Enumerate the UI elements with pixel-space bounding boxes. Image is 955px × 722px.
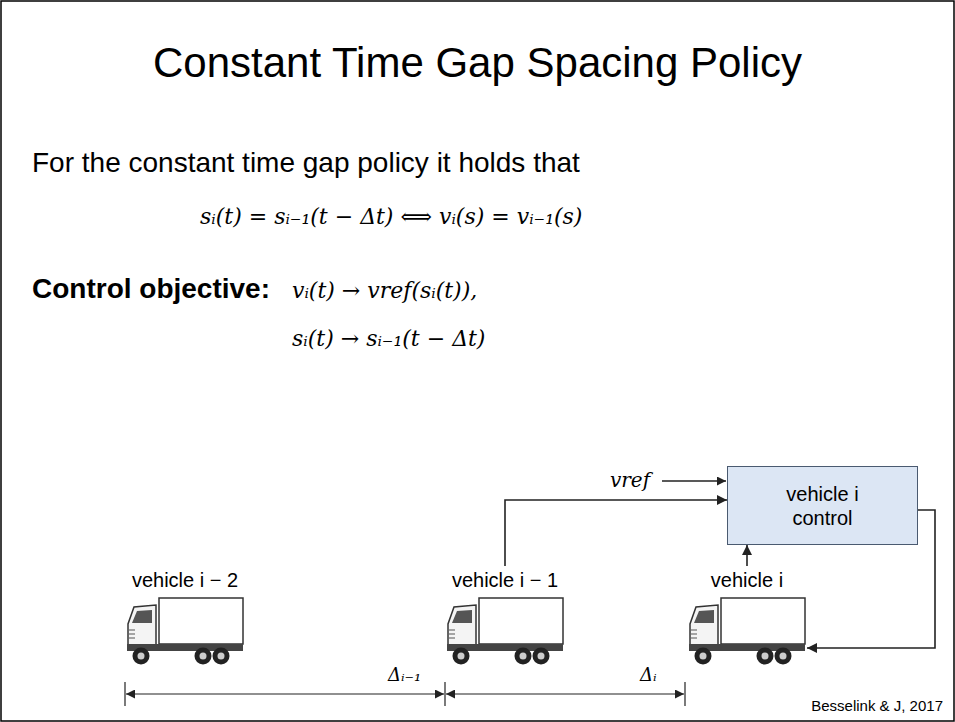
dimension-line (446, 693, 684, 694)
truck-grill (129, 630, 135, 638)
dimension-tick (124, 682, 125, 706)
trailer-body (479, 598, 563, 644)
signal-connector (505, 500, 727, 566)
truck-illustration (445, 594, 565, 666)
intro-text: For the constant time gap policy it hold… (32, 146, 580, 180)
trailer-body (721, 598, 805, 644)
truck-wheel (775, 648, 792, 665)
cab-window (132, 610, 152, 623)
wheel-hub (780, 653, 787, 660)
dimension-line (126, 693, 444, 694)
truck-cab (448, 605, 476, 650)
vehicle-label: vehicle i − 2 (132, 568, 238, 592)
truck-illustration (687, 594, 807, 666)
wheel-hub (138, 653, 145, 660)
truck-grill (691, 630, 697, 638)
credit-note: Besselink & J, 2017 (811, 697, 943, 715)
cab-window (694, 610, 714, 623)
objective-equation: sᵢ(t) → sᵢ₋₁(t − Δt) (292, 326, 485, 352)
wheel-hub (218, 653, 225, 660)
objective-equation: vᵢ(t) → vref(sᵢ(t)), (292, 278, 477, 304)
wheel-hub (520, 653, 527, 660)
trailer-body (159, 598, 243, 644)
wheel-hub (762, 653, 769, 660)
truck-grill (449, 630, 455, 638)
dimension-label: Δᵢ₋₁ (388, 664, 421, 686)
truck-wheel (453, 648, 470, 665)
truck-wheel (133, 648, 150, 665)
truck-cab (690, 605, 718, 650)
signal-label: vref (610, 468, 650, 492)
wheel-hub (458, 653, 465, 660)
vehicle-node: vehicle i − 1 (445, 568, 565, 666)
vehicle-label: vehicle i − 1 (452, 568, 558, 592)
truck-cab (128, 605, 156, 650)
truck-illustration (125, 594, 245, 666)
vehicle-node: vehicle i (687, 568, 807, 666)
wheel-hub (700, 653, 707, 660)
objective-heading: Control objective: (32, 272, 270, 306)
truck-wheel (533, 648, 550, 665)
vehicle-label: vehicle i (711, 568, 783, 592)
wheel-hub (200, 653, 207, 660)
equation: sᵢ(t) = sᵢ₋₁(t − Δt) ⟺ vᵢ(s) = vᵢ₋₁(s) (200, 204, 582, 230)
dimension-label: Δᵢ (640, 664, 657, 686)
control-box: vehicle i control (727, 466, 918, 545)
box-label: vehicle i control (768, 482, 878, 530)
slide-title: Constant Time Gap Spacing Policy (0, 38, 955, 88)
truck-wheel (515, 648, 532, 665)
signal-connector (746, 545, 748, 566)
reference-arrow (662, 480, 726, 482)
dimension-lines (125, 682, 685, 706)
truck-wheel (195, 648, 212, 665)
truck-wheel (757, 648, 774, 665)
truck-wheel (695, 648, 712, 665)
cab-window (452, 610, 472, 623)
dimension-tick (684, 682, 685, 706)
dimension-tick (444, 682, 445, 706)
truck-wheel (213, 648, 230, 665)
vehicle-node: vehicle i − 2 (125, 568, 245, 666)
wheel-hub (538, 653, 545, 660)
